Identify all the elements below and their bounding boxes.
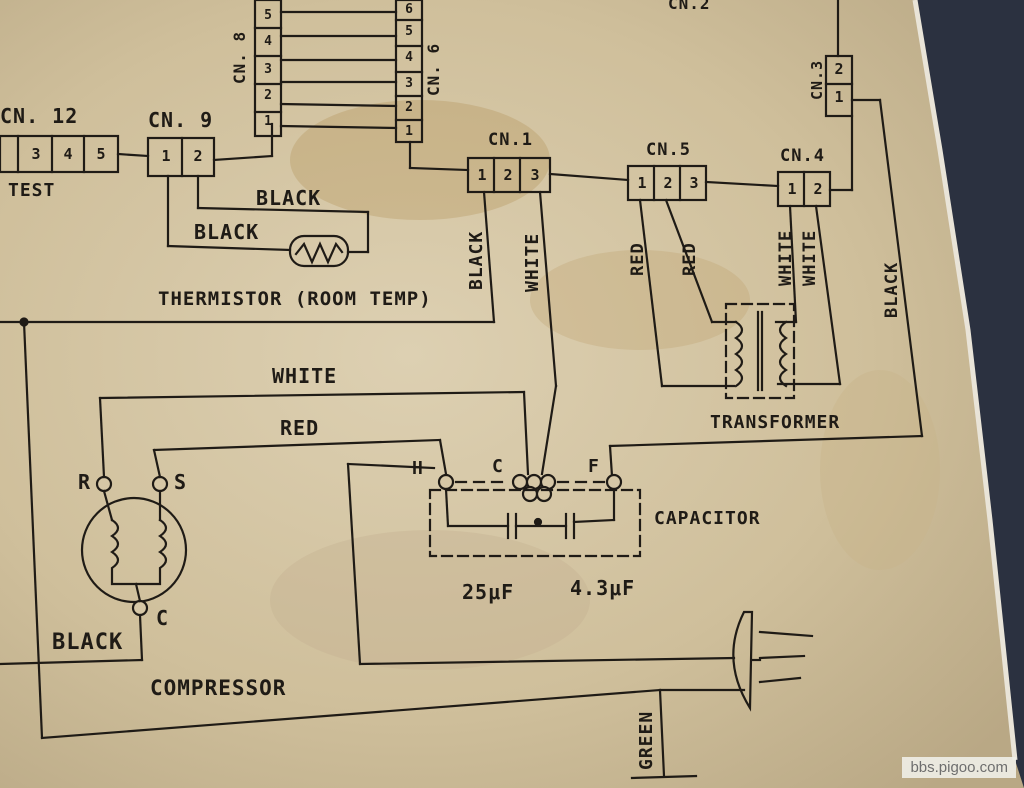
white-top-wire-label: WHITE — [272, 364, 338, 388]
cn12-pin-5: 5 — [96, 145, 106, 163]
cn8-pin-3: 3 — [264, 62, 272, 77]
cn12-pin-3: 3 — [31, 145, 41, 163]
cap-value-4-3uf: 4.3μF — [570, 576, 636, 600]
cn6-pin-4: 4 — [405, 50, 413, 65]
cn6-pin-6: 6 — [405, 2, 413, 17]
cn5-pin-3: 3 — [689, 174, 699, 192]
cn8-pin-4: 4 — [264, 34, 272, 49]
black-compressor-wire-label: BLACK — [52, 630, 124, 655]
white-wire-1-label: WHITE — [776, 229, 796, 286]
cn4-label: CN.4 — [780, 146, 825, 166]
capacitor-label: CAPACITOR — [654, 508, 761, 529]
white-wire-2-label: WHITE — [800, 229, 820, 286]
cn9-label: CN. 9 — [148, 108, 214, 132]
green-wire-label: GREEN — [636, 710, 657, 770]
watermark: bbs.pigoo.com — [902, 757, 1016, 778]
cap-terminal-c: C — [492, 456, 504, 477]
cn12-pin-4: 4 — [63, 145, 73, 163]
cn9-pin-2: 2 — [193, 147, 203, 165]
compressor-terminal-r: R — [78, 470, 92, 494]
cn4-pin-2: 2 — [813, 180, 823, 198]
cn5-pin-2: 2 — [663, 174, 673, 192]
cn2-label: CN.2 — [668, 0, 711, 13]
cn9-pin-1: 1 — [161, 147, 171, 165]
red-wire-1-label: RED — [628, 242, 648, 276]
compressor-terminal-c: C — [156, 606, 170, 630]
cn6-pin-2: 2 — [405, 100, 413, 115]
cn1-pin-3: 3 — [530, 166, 540, 184]
cn8-pin-5: 5 — [264, 8, 272, 23]
thermistor-label: THERMISTOR (ROOM TEMP) — [158, 288, 432, 310]
test-label: TEST — [8, 180, 56, 201]
cn6-pin-3: 3 — [405, 76, 413, 91]
red-mid-wire-label: RED — [280, 416, 320, 440]
black-wire-lower-label: BLACK — [194, 220, 260, 244]
compressor-terminal-s: S — [174, 470, 188, 494]
cn3-pin-1: 1 — [834, 88, 844, 106]
transformer-label: TRANSFORMER — [710, 412, 841, 433]
white-cn1-wire-label: WHITE — [522, 232, 543, 292]
cn6-pin-1: 1 — [405, 124, 413, 139]
cn3-label: CN.3 — [808, 59, 826, 100]
cn8-pin-1: 1 — [264, 114, 272, 129]
cn5-pin-1: 1 — [637, 174, 647, 192]
cn6-label: CN. 6 — [424, 42, 443, 96]
cap-terminal-h: H — [412, 458, 424, 479]
black-right-wire-label: BLACK — [882, 261, 902, 318]
cn1-label: CN.1 — [488, 130, 533, 150]
cn8-label: CN. 8 — [230, 30, 249, 84]
cap-value-25uf: 25μF — [462, 580, 515, 604]
cn6-pin-5: 5 — [405, 24, 413, 39]
cn4-pin-1: 1 — [787, 180, 797, 198]
compressor-label: COMPRESSOR — [150, 676, 287, 700]
cn3-pin-2: 2 — [834, 60, 844, 78]
black-cn1-wire-label: BLACK — [466, 230, 487, 290]
paper-right-edge — [912, 0, 1018, 761]
cn5-label: CN.5 — [646, 140, 691, 160]
cap-terminal-f: F — [588, 456, 600, 477]
cn1-pin-2: 2 — [503, 166, 513, 184]
red-wire-2-label: RED — [680, 242, 700, 276]
black-wire-upper-label: BLACK — [256, 186, 322, 210]
cn1-pin-1: 1 — [477, 166, 487, 184]
cn8-pin-2: 2 — [264, 88, 272, 103]
cn12-label: CN. 12 — [0, 104, 79, 128]
